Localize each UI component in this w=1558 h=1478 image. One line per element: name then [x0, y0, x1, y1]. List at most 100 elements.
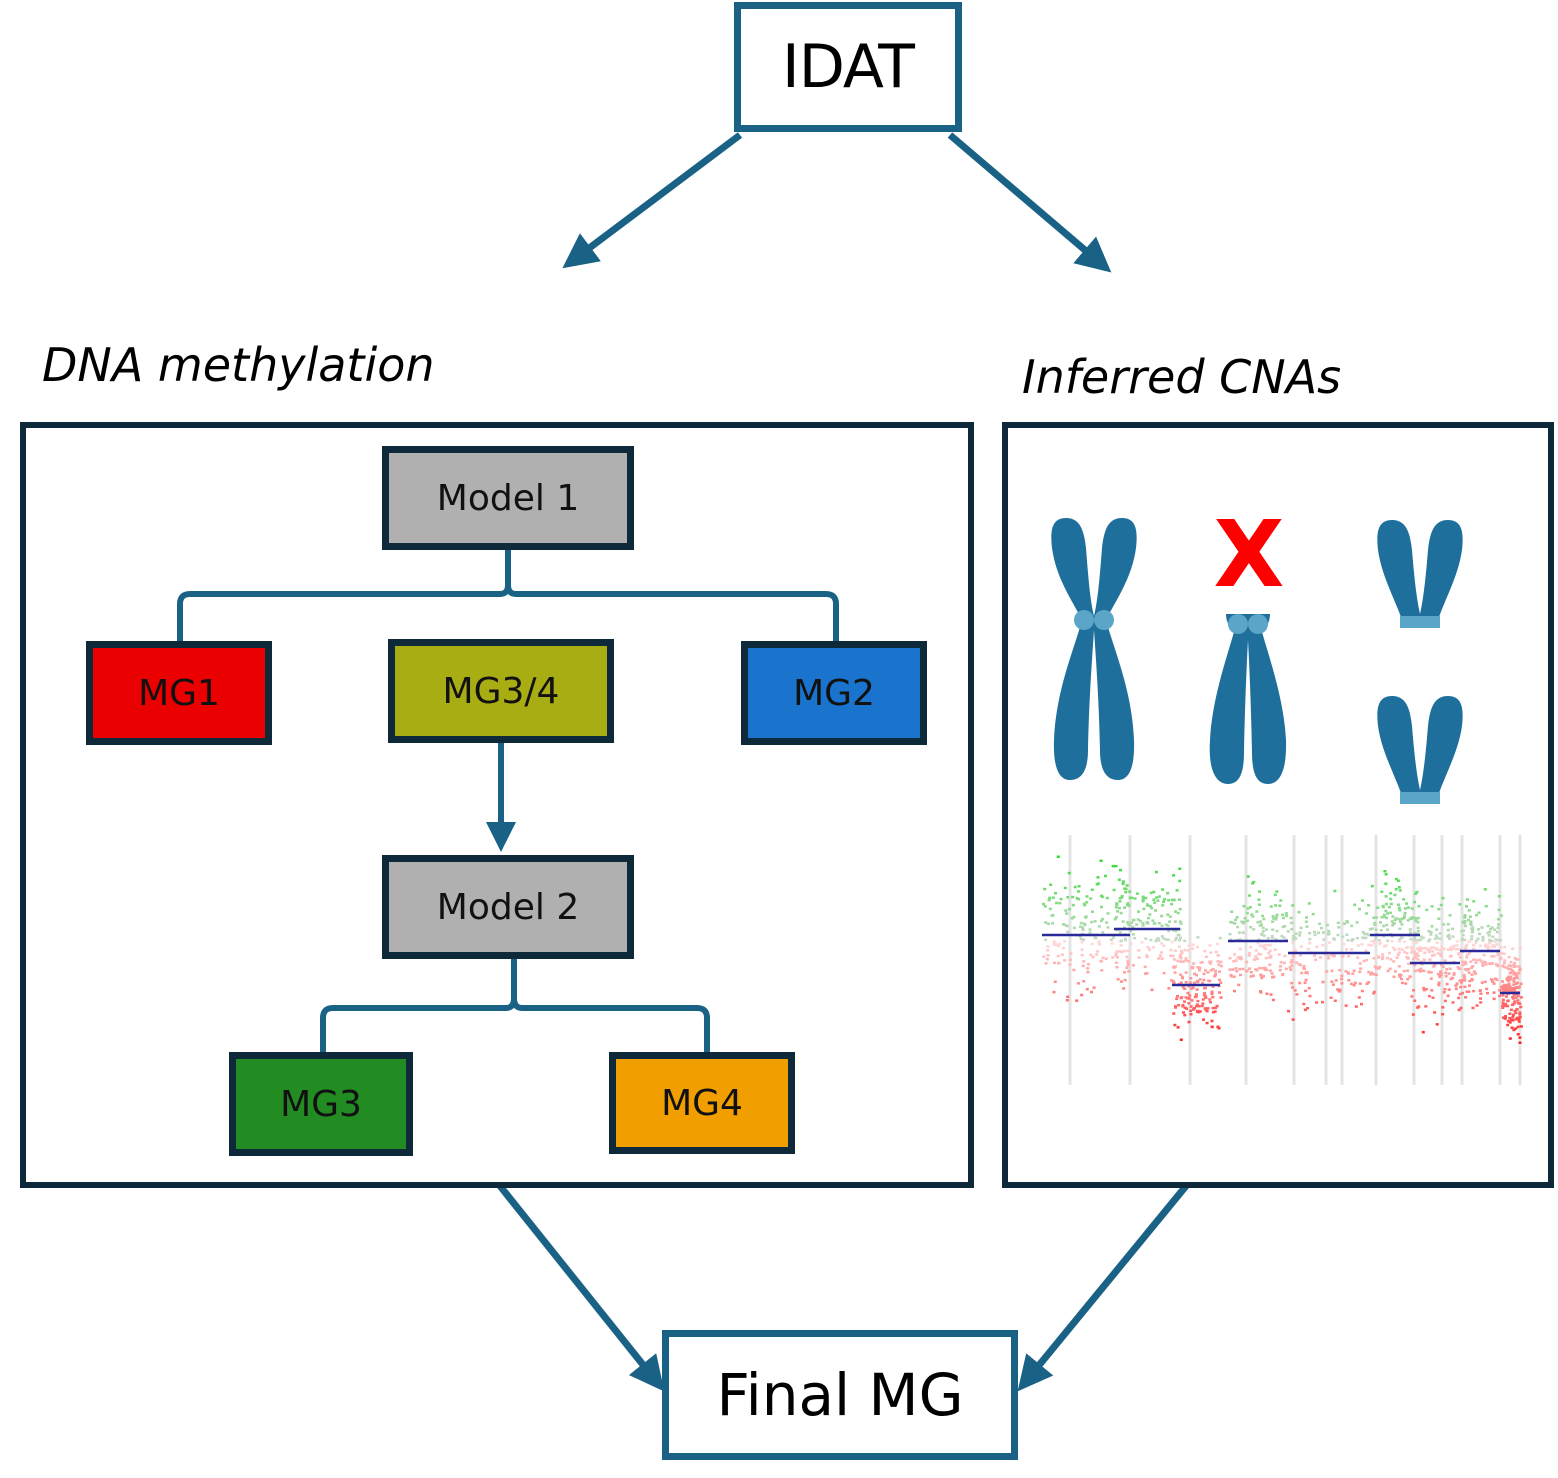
probe-point: [1494, 938, 1498, 941]
probe-point: [1398, 940, 1402, 943]
probe-point: [1183, 987, 1187, 991]
model-2-node: Model 2: [382, 855, 634, 959]
probe-point: [1396, 879, 1400, 882]
mg3-node: MG3: [229, 1052, 413, 1156]
probe-point: [1236, 956, 1240, 959]
probe-point: [1457, 952, 1461, 956]
probe-point: [1439, 972, 1443, 975]
probe-point: [1201, 981, 1205, 985]
probe-point: [1170, 979, 1174, 982]
probe-point: [1452, 973, 1456, 976]
probe-point: [1344, 1004, 1348, 1007]
probe-point: [1407, 962, 1411, 965]
probe-point: [1066, 995, 1070, 998]
probe-point: [1463, 922, 1467, 925]
probe-point: [1372, 973, 1376, 976]
probe-point: [1498, 989, 1502, 992]
probe-point: [1205, 1009, 1209, 1013]
probe-point: [1503, 959, 1507, 962]
arrow-dna-to-final: [497, 1183, 665, 1392]
probe-point: [1329, 996, 1333, 999]
probe-point: [1402, 969, 1406, 973]
probe-point: [1313, 933, 1317, 937]
probe-point: [1145, 955, 1149, 959]
probe-point: [1051, 896, 1055, 899]
probe-point: [1471, 965, 1475, 968]
probe-point: [1460, 960, 1464, 964]
probe-point: [1465, 943, 1469, 947]
probe-point: [1179, 1038, 1183, 1041]
probe-point: [1499, 946, 1503, 949]
probe-point: [1198, 978, 1202, 981]
probe-point: [1173, 949, 1177, 952]
probe-point: [1179, 956, 1183, 960]
probe-point: [1285, 914, 1289, 918]
probe-point: [1063, 959, 1067, 962]
probe-point: [1421, 936, 1425, 940]
probe-point: [1308, 941, 1312, 944]
probe-point: [1184, 996, 1188, 999]
probe-point: [1307, 986, 1311, 990]
probe-point: [1193, 995, 1197, 999]
probe-point: [1505, 995, 1508, 998]
probe-point: [1281, 973, 1285, 977]
probe-point: [1279, 961, 1283, 964]
probe-point: [1243, 917, 1247, 920]
probe-point: [1519, 996, 1523, 999]
probe-point: [1063, 940, 1066, 943]
probe-point: [1064, 909, 1068, 912]
probe-point: [1086, 963, 1090, 966]
probe-point: [1414, 955, 1418, 958]
probe-point: [1347, 972, 1351, 975]
probe-point: [1160, 914, 1164, 918]
probe-point: [1441, 1013, 1445, 1016]
probe-point: [1196, 936, 1200, 939]
probe-point: [1245, 911, 1249, 915]
probe-point: [1063, 923, 1067, 927]
probe-point: [1214, 950, 1218, 954]
probe-point: [1446, 923, 1450, 926]
probe-point: [1485, 987, 1489, 991]
probe-point: [1350, 939, 1354, 942]
probe-point: [1218, 978, 1221, 982]
probe-point: [1394, 877, 1398, 881]
probe-point: [1376, 906, 1380, 909]
probe-point: [1447, 972, 1451, 975]
probe-point: [1461, 963, 1465, 967]
probe-point: [1259, 991, 1263, 994]
probe-point: [1054, 892, 1057, 895]
probe-point: [1477, 932, 1481, 936]
probe-point: [1509, 971, 1512, 975]
probe-point: [1455, 944, 1459, 947]
probe-point: [1082, 960, 1086, 963]
probe-point: [1508, 985, 1512, 988]
probe-point: [1511, 1019, 1515, 1022]
probe-point: [1410, 917, 1414, 921]
probe-point: [1370, 940, 1374, 943]
probe-point: [1414, 941, 1418, 945]
probe-point: [1105, 921, 1109, 924]
probe-point: [1258, 890, 1262, 893]
probe-point: [1408, 928, 1412, 931]
probe-point: [1355, 936, 1359, 940]
probe-point: [1481, 962, 1485, 965]
probe-point: [1115, 950, 1119, 953]
probe-point: [1431, 996, 1435, 999]
probe-point: [1446, 994, 1450, 998]
probe-point: [1170, 940, 1174, 944]
probe-point: [1448, 967, 1452, 970]
probe-point: [1497, 908, 1501, 912]
probe-point: [1490, 955, 1494, 958]
probe-point: [1354, 1005, 1358, 1008]
probe-point: [1075, 999, 1079, 1002]
probe-point: [1496, 926, 1500, 930]
probe-point: [1438, 937, 1442, 941]
probe-point: [1342, 942, 1346, 946]
probe-point: [1289, 916, 1293, 920]
probe-point: [1517, 1020, 1521, 1023]
probe-point: [1065, 924, 1069, 928]
probe-point: [1320, 926, 1323, 930]
probe-point: [1427, 994, 1431, 998]
probe-point: [1230, 910, 1234, 913]
